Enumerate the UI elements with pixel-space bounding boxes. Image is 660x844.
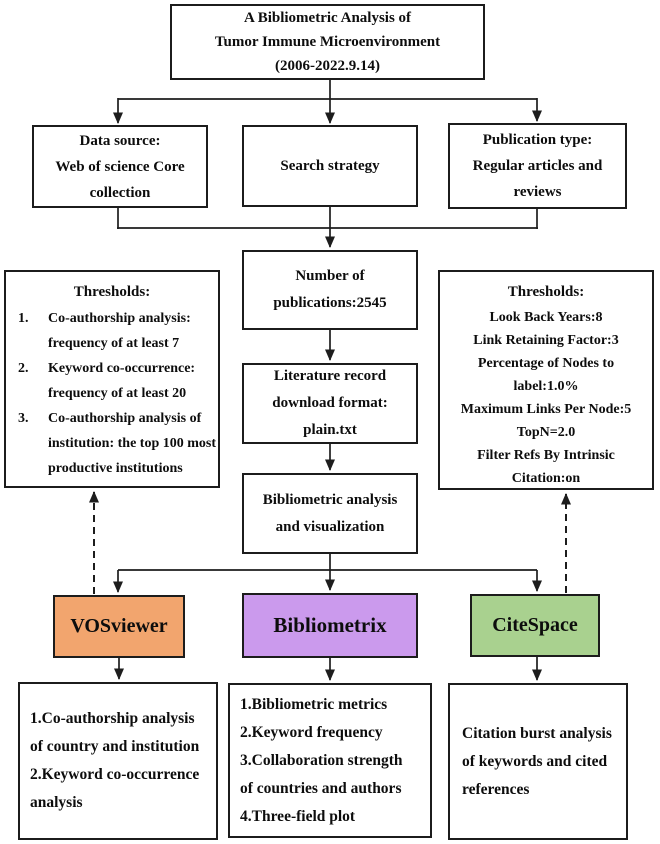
threshold-item-number <box>18 431 48 456</box>
threshold-item-number <box>18 381 48 406</box>
citespace-output-line: references <box>462 780 530 798</box>
threshold-item: frequency of at least 20 <box>6 381 218 406</box>
data-source-line: collection <box>89 184 151 201</box>
threshold-item-text: institution: the top 100 most <box>48 436 217 451</box>
data-source-box: Data source: Web of science Core collect… <box>32 125 208 208</box>
bibliometrix-output-line: of countries and authors <box>240 779 402 797</box>
citespace-output-box: Citation burst analysis of keywords and … <box>448 683 628 840</box>
threshold-item-text: productive institutions <box>48 461 183 476</box>
vosviewer-box: VOSviewer <box>53 595 185 658</box>
thresholds-citespace-box: Thresholds: Look Back Years:8 Link Retai… <box>438 270 654 490</box>
threshold-item-number <box>18 456 48 481</box>
threshold-item-text: frequency of at least 20 <box>48 386 187 401</box>
title-line: (2006-2022.9.14) <box>275 58 380 74</box>
threshold-item: frequency of at least 7 <box>6 331 218 356</box>
publication-type-line: reviews <box>513 184 562 200</box>
publication-type-line: Publication type: <box>482 132 593 148</box>
bibliometrix-output-line: 3.Collaboration strength <box>240 751 403 769</box>
publications-count-line: Number of <box>295 268 365 284</box>
title-line: A Bibliometric Analysis of <box>243 10 412 26</box>
citespace-label: CiteSpace <box>492 614 578 636</box>
literature-format-line: Literature record <box>273 368 387 384</box>
literature-format-line: download format: <box>272 395 388 411</box>
publication-type-line: Regular articles and <box>472 158 603 174</box>
threshold-item: 3. Co-authorship analysis of <box>6 406 218 431</box>
title-line: Tumor Immune Microenvironment <box>214 34 441 50</box>
thresholds-vosviewer-box: Thresholds: 1. Co-authorship analysis: f… <box>4 270 220 488</box>
bibliometrix-output-line: 4.Three-field plot <box>240 807 356 825</box>
threshold-item-text: Co-authorship analysis of <box>48 411 202 426</box>
vosviewer-output-box: 1.Co-authorship analysis of country and … <box>18 682 218 840</box>
citespace-output-line: Citation burst analysis <box>462 724 612 742</box>
threshold-item-number: 1. <box>18 311 29 326</box>
analysis-line: Bibliometric analysis <box>262 491 398 508</box>
threshold-item-text: Co-authorship analysis: <box>48 311 191 326</box>
vosviewer-output-line: 1.Co-authorship analysis <box>30 710 195 727</box>
threshold-item: institution: the top 100 most <box>6 431 218 456</box>
threshold-line: TopN=2.0 <box>516 425 576 440</box>
literature-format-box: Literature record download format: plain… <box>242 363 418 444</box>
vosviewer-output-line: 2.Keyword co-occurrence <box>30 766 200 783</box>
publications-count-box: Number of publications:2545 <box>242 250 418 330</box>
threshold-line: Link Retaining Factor:3 <box>473 333 619 348</box>
vosviewer-output-line: analysis <box>30 794 83 811</box>
threshold-line: label:1.0% <box>513 379 579 394</box>
thresholds-left-heading: Thresholds: <box>73 284 151 300</box>
publication-type-box: Publication type: Regular articles and r… <box>448 123 627 209</box>
title-box: A Bibliometric Analysis of Tumor Immune … <box>170 4 485 80</box>
bibliometrix-box: Bibliometrix <box>242 593 418 658</box>
threshold-line: Look Back Years:8 <box>489 310 603 325</box>
threshold-item-text: frequency of at least 7 <box>48 336 180 351</box>
thresholds-right-heading: Thresholds: <box>507 284 585 300</box>
analysis-visualization-box: Bibliometric analysis and visualization <box>242 473 418 554</box>
threshold-item-number: 3. <box>18 411 29 426</box>
citespace-box: CiteSpace <box>470 594 600 657</box>
threshold-line: Citation:on <box>511 471 581 486</box>
analysis-line: and visualization <box>275 518 385 535</box>
threshold-item-text: Keyword co-occurrence: <box>48 361 196 376</box>
citespace-output-line: of keywords and cited <box>462 752 608 770</box>
threshold-line: Percentage of Nodes to <box>477 356 615 371</box>
threshold-item-number <box>18 331 48 356</box>
bibliometrix-output-line: 1.Bibliometric metrics <box>240 695 388 713</box>
vosviewer-output-line: of country and institution <box>30 738 200 755</box>
search-strategy-label: Search strategy <box>280 157 380 174</box>
search-strategy-box: Search strategy <box>242 125 418 207</box>
bibliometrix-output-line: 2.Keyword frequency <box>240 723 383 741</box>
threshold-item: 2. Keyword co-occurrence: <box>6 356 218 381</box>
threshold-item: 1. Co-authorship analysis: <box>6 306 218 331</box>
literature-format-line: plain.txt <box>303 422 357 438</box>
vosviewer-label: VOSviewer <box>70 615 168 637</box>
threshold-line: Filter Refs By Intrinsic <box>477 448 615 463</box>
threshold-line: Maximum Links Per Node:5 <box>460 402 632 417</box>
bibliometrix-output-box: 1.Bibliometric metrics 2.Keyword frequen… <box>228 683 432 838</box>
data-source-line: Web of science Core <box>55 158 185 175</box>
threshold-item-number: 2. <box>18 361 29 376</box>
bibliometrix-label: Bibliometrix <box>273 613 387 637</box>
publications-count-line: publications:2545 <box>273 295 387 311</box>
data-source-line: Data source: <box>79 132 161 149</box>
threshold-item: productive institutions <box>6 456 218 481</box>
